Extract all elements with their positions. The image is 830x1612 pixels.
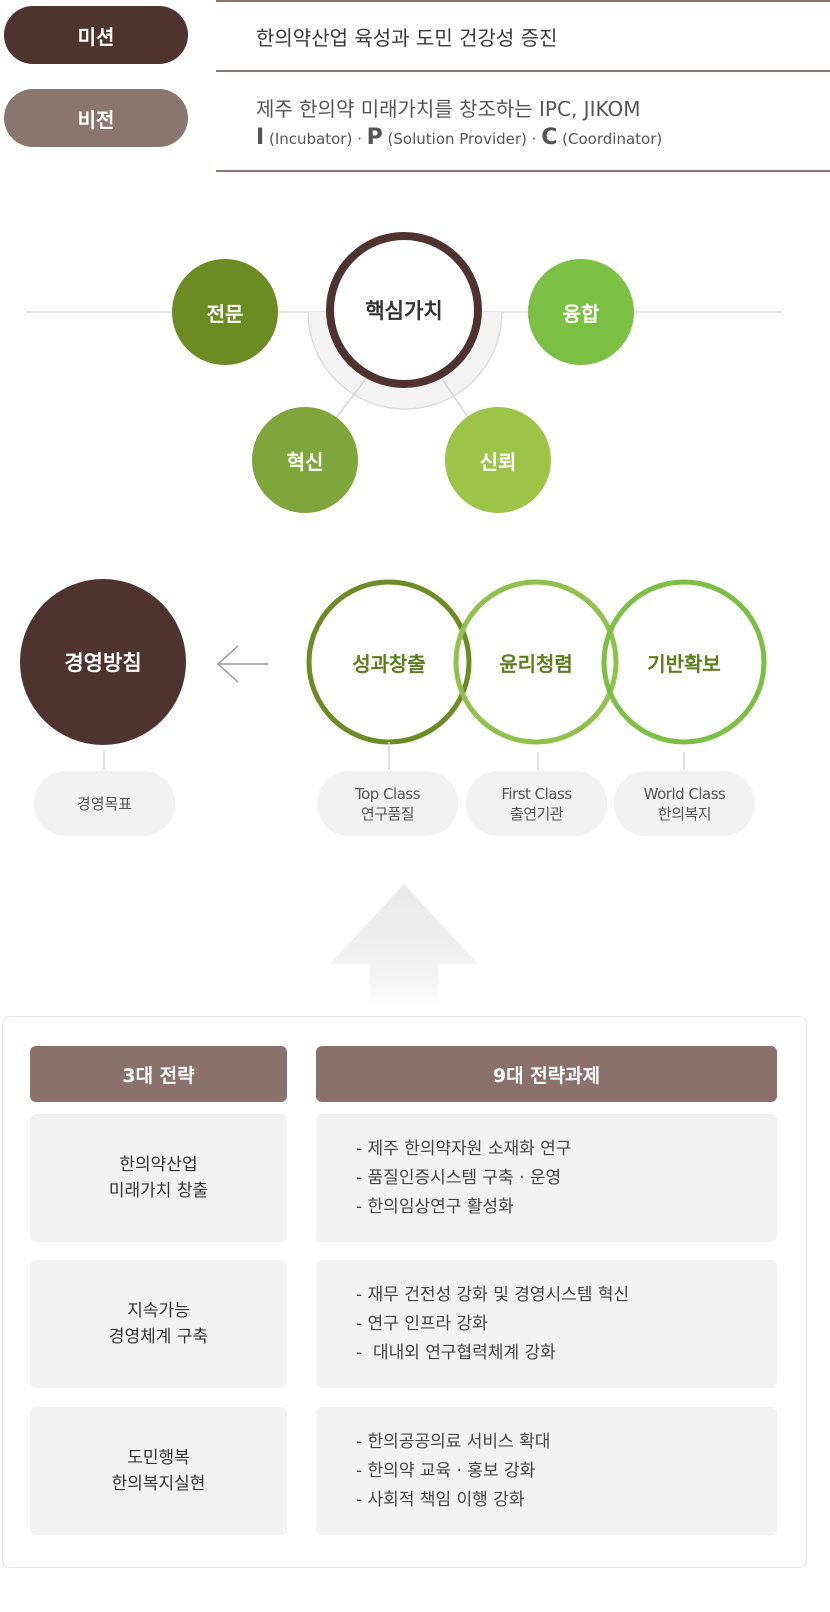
core-value-label: 융합 — [562, 301, 600, 326]
goal-line: World Class — [643, 784, 726, 803]
goal-pill-3: World Class 한의복지 — [614, 771, 755, 836]
task-item: - 대내외 연구협력체계 강화 — [356, 1342, 556, 1363]
goal-line: Top Class — [354, 784, 421, 803]
policy-value-1: 성과창출 — [352, 651, 426, 676]
task-item: - 사회적 책임 이행 강화 — [356, 1489, 525, 1510]
ipc-desc-c: (Coordinator) — [562, 130, 663, 148]
tasks-header: 9대 전략과제 — [316, 1046, 777, 1102]
strategy-line: 지속가능 — [127, 1301, 190, 1321]
policy-graphics — [103, 579, 767, 770]
core-value-center-label: 핵심가치 — [365, 299, 443, 323]
core-value-label: 전문 — [206, 301, 244, 326]
divider — [216, 0, 830, 2]
strategy-line: 미래가치 창출 — [108, 1181, 209, 1201]
core-value-label: 혁신 — [286, 449, 324, 474]
goal-line: First Class — [501, 784, 572, 803]
core-value-sinroe: 신뢰 — [445, 407, 551, 513]
task-item: - 제주 한의약자원 소재화 연구 — [356, 1138, 572, 1159]
vision-text: 제주 한의약 미래가치를 창조하는 IPC, JIKOM — [256, 97, 641, 121]
core-value-center: 핵심가치 — [326, 232, 482, 388]
tasks-cell-3: - 한의공공의료 서비스 확대 - 한의약 교육 · 홍보 강화 - 사회적 책… — [316, 1407, 777, 1535]
vision-ipc-line: I (Incubator) · P (Solution Provider) · … — [256, 125, 662, 150]
vision-label: 비전 — [4, 89, 188, 147]
mission-label: 미션 — [4, 6, 188, 64]
ipc-letter-c: C — [541, 125, 558, 150]
strategy-header: 3대 전략 — [30, 1046, 287, 1102]
goal-pill-2: First Class 출연기관 — [466, 771, 607, 836]
strategy-cell-3: 도민행복 한의복지실현 — [30, 1407, 287, 1535]
tasks-cell-1: - 제주 한의약자원 소재화 연구 - 품질인증시스템 구축 · 운영 - 한의… — [316, 1114, 777, 1242]
ipc-letter-p: P — [366, 125, 383, 150]
arrow-left-icon — [216, 645, 268, 683]
divider — [216, 170, 830, 172]
ipc-letter-i: I — [256, 125, 265, 150]
ipc-desc-p: (Solution Provider) — [387, 130, 527, 148]
tasks-cell-2: - 재무 건전성 강화 및 경영시스템 혁신 - 연구 인프라 강화 - 대내외… — [316, 1260, 777, 1388]
strategy-line: 한의약산업 — [119, 1155, 198, 1175]
mission-text: 한의약산업 육성과 도민 건강성 증진 — [256, 26, 558, 50]
strategy-cell-2: 지속가능 경영체계 구축 — [30, 1260, 287, 1388]
goal-line: 출연기관 — [509, 804, 564, 823]
core-value-hyeoksin: 혁신 — [252, 407, 358, 513]
policy-value-3: 기반확보 — [647, 651, 721, 676]
divider — [216, 70, 830, 72]
task-item: - 연구 인프라 강화 — [356, 1313, 488, 1334]
separator: · — [357, 130, 362, 148]
task-item: - 한의약 교육 · 홍보 강화 — [356, 1460, 536, 1481]
strategy-line: 도민행복 — [127, 1448, 190, 1468]
task-item: - 품질인증시스템 구축 · 운영 — [356, 1167, 562, 1188]
arrow-up-icon — [330, 884, 478, 1010]
task-item: - 한의임상연구 활성화 — [356, 1196, 514, 1217]
core-value-jeonmun: 전문 — [172, 259, 278, 365]
core-value-yunghap: 융합 — [528, 259, 634, 365]
goal-pill-1: Top Class 연구품질 — [317, 771, 458, 836]
strategy-line: 경영체계 구축 — [108, 1327, 209, 1347]
goal-line: 연구품질 — [360, 804, 415, 823]
goal-label-pill: 경영목표 — [34, 771, 175, 836]
separator: · — [531, 130, 537, 148]
strategy-cell-1: 한의약산업 미래가치 창출 — [30, 1114, 287, 1242]
goal-line: 한의복지 — [657, 804, 712, 823]
ipc-desc-i: (Incubator) — [268, 130, 353, 148]
strategy-line: 한의복지실현 — [111, 1474, 206, 1494]
core-value-label: 신뢰 — [479, 449, 517, 474]
policy-circle: 경영방침 — [20, 579, 186, 745]
policy-circle-label: 경영방침 — [64, 651, 142, 675]
policy-value-2: 윤리청렴 — [499, 651, 573, 676]
task-item: - 재무 건전성 강화 및 경영시스템 혁신 — [356, 1284, 630, 1305]
task-item: - 한의공공의료 서비스 확대 — [356, 1431, 551, 1452]
